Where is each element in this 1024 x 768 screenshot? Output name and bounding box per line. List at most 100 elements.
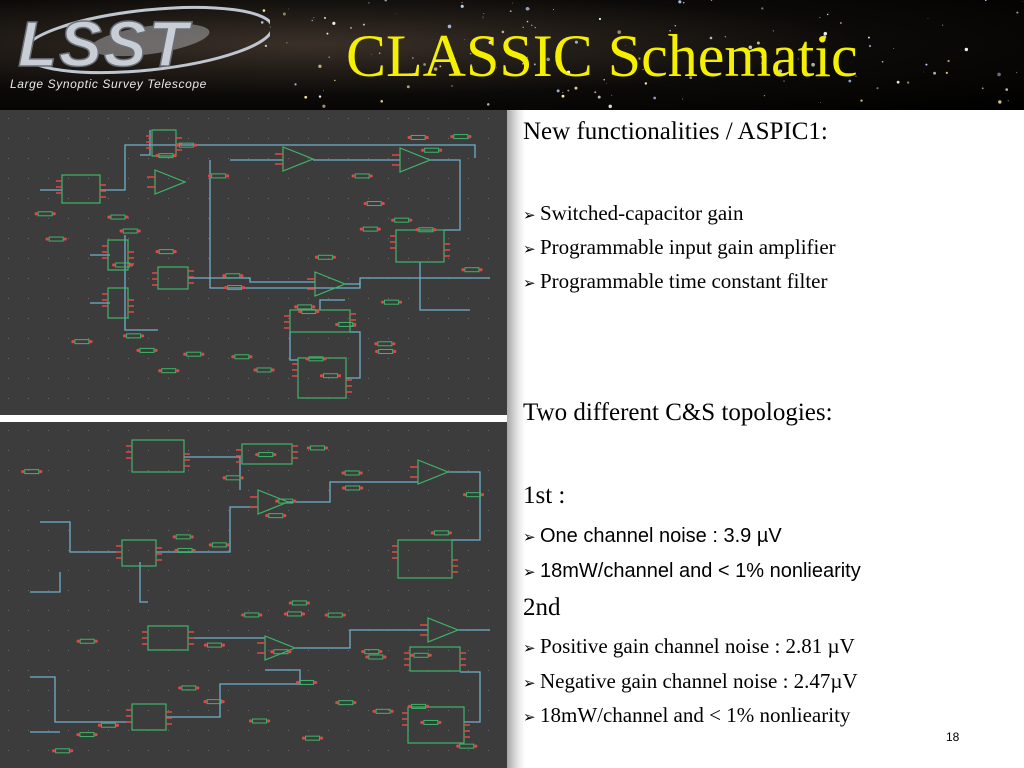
pin bbox=[172, 535, 176, 539]
grid-dot bbox=[288, 450, 289, 451]
star bbox=[464, 39, 466, 40]
grid-dot bbox=[208, 510, 209, 511]
grid-dot bbox=[28, 550, 29, 551]
grid-dot bbox=[88, 510, 89, 511]
grid-dot bbox=[128, 730, 129, 731]
grid-dot bbox=[188, 750, 189, 751]
grid-dot bbox=[68, 590, 69, 591]
grid-dot bbox=[168, 318, 169, 319]
grid-dot bbox=[348, 118, 349, 119]
pin bbox=[283, 612, 288, 616]
grid-dot bbox=[448, 470, 449, 471]
star bbox=[393, 50, 397, 54]
grid-dot bbox=[188, 430, 189, 431]
grid-dot bbox=[388, 590, 389, 591]
grid-dot bbox=[288, 630, 289, 631]
grid-dot bbox=[308, 378, 309, 379]
pin bbox=[335, 701, 339, 705]
grid-dot bbox=[248, 258, 249, 259]
grid-dot bbox=[448, 218, 449, 219]
grid-dot bbox=[368, 550, 369, 551]
slide-header: LSST Large Synoptic Survey Telescope CLA… bbox=[0, 0, 1024, 110]
grid-dot bbox=[288, 530, 289, 531]
grid-dot bbox=[268, 298, 269, 299]
pin bbox=[203, 643, 208, 647]
grid-dot bbox=[108, 630, 109, 631]
grid-dot bbox=[268, 198, 269, 199]
panel-shadow bbox=[507, 110, 525, 768]
grid-dot bbox=[388, 570, 389, 571]
grid-dot bbox=[328, 378, 329, 379]
grid-dot bbox=[68, 138, 69, 139]
grid-dot bbox=[168, 298, 169, 299]
pin bbox=[226, 174, 230, 178]
grid-dot bbox=[188, 238, 189, 239]
grid-dot bbox=[28, 238, 29, 239]
grid-dot bbox=[128, 198, 129, 199]
star bbox=[761, 61, 765, 65]
grid-dot bbox=[368, 650, 369, 651]
grid-dot bbox=[428, 730, 429, 731]
resistor-symbol bbox=[291, 600, 307, 606]
grid-dot bbox=[88, 398, 89, 399]
bullet-item: ➢Switched-capacitor gain bbox=[523, 201, 744, 225]
grid-dot bbox=[208, 750, 209, 751]
resistor-symbol bbox=[413, 652, 429, 658]
grid-dot bbox=[128, 158, 129, 159]
grid-dot bbox=[228, 510, 229, 511]
grid-dot bbox=[468, 298, 469, 299]
grid-dot bbox=[68, 238, 69, 239]
grid-dot bbox=[368, 430, 369, 431]
grid-dot bbox=[68, 650, 69, 651]
resistor-symbol bbox=[206, 642, 222, 648]
star bbox=[556, 89, 560, 93]
grid-dot bbox=[8, 530, 9, 531]
grid-dot bbox=[428, 218, 429, 219]
resistor-symbol bbox=[139, 347, 155, 353]
grid-dot bbox=[68, 378, 69, 379]
grid-dot bbox=[408, 650, 409, 651]
grid-dot bbox=[168, 338, 169, 339]
grid-dot bbox=[288, 490, 289, 491]
grid-dot bbox=[268, 530, 269, 531]
grid-dot bbox=[8, 218, 9, 219]
grid-dot bbox=[188, 338, 189, 339]
grid-dot bbox=[208, 670, 209, 671]
star bbox=[526, 56, 529, 59]
resistor-symbol bbox=[175, 534, 191, 540]
grid-dot bbox=[248, 398, 249, 399]
grid-dot bbox=[28, 158, 29, 159]
grid-dot bbox=[208, 258, 209, 259]
grid-dot bbox=[128, 610, 129, 611]
grid-dot bbox=[68, 398, 69, 399]
grid-dot bbox=[268, 550, 269, 551]
star bbox=[350, 47, 355, 51]
grid-dot bbox=[288, 178, 289, 179]
grid-dot bbox=[368, 118, 369, 119]
star bbox=[482, 16, 484, 18]
star bbox=[574, 86, 578, 90]
grid-dot bbox=[28, 590, 29, 591]
star bbox=[998, 100, 1002, 104]
grid-dot bbox=[428, 450, 429, 451]
grid-dot bbox=[488, 490, 489, 491]
grid-dot bbox=[288, 118, 289, 119]
grid-dot bbox=[208, 530, 209, 531]
grid-dot bbox=[328, 570, 329, 571]
grid-dot bbox=[408, 690, 409, 691]
grid-dot bbox=[8, 590, 9, 591]
grid-dot bbox=[168, 510, 169, 511]
grid-dot bbox=[468, 358, 469, 359]
grid-dot bbox=[388, 378, 389, 379]
grid-dot bbox=[268, 178, 269, 179]
resistor-symbol bbox=[297, 304, 313, 310]
grid-dot bbox=[108, 530, 109, 531]
resistor-symbol bbox=[411, 703, 427, 709]
grid-dot bbox=[188, 118, 189, 119]
star bbox=[756, 41, 760, 45]
resistor-symbol bbox=[345, 485, 361, 491]
grid-dot bbox=[168, 358, 169, 359]
grid-dot bbox=[348, 238, 349, 239]
grid-dot bbox=[8, 238, 9, 239]
grid-dot bbox=[128, 138, 129, 139]
